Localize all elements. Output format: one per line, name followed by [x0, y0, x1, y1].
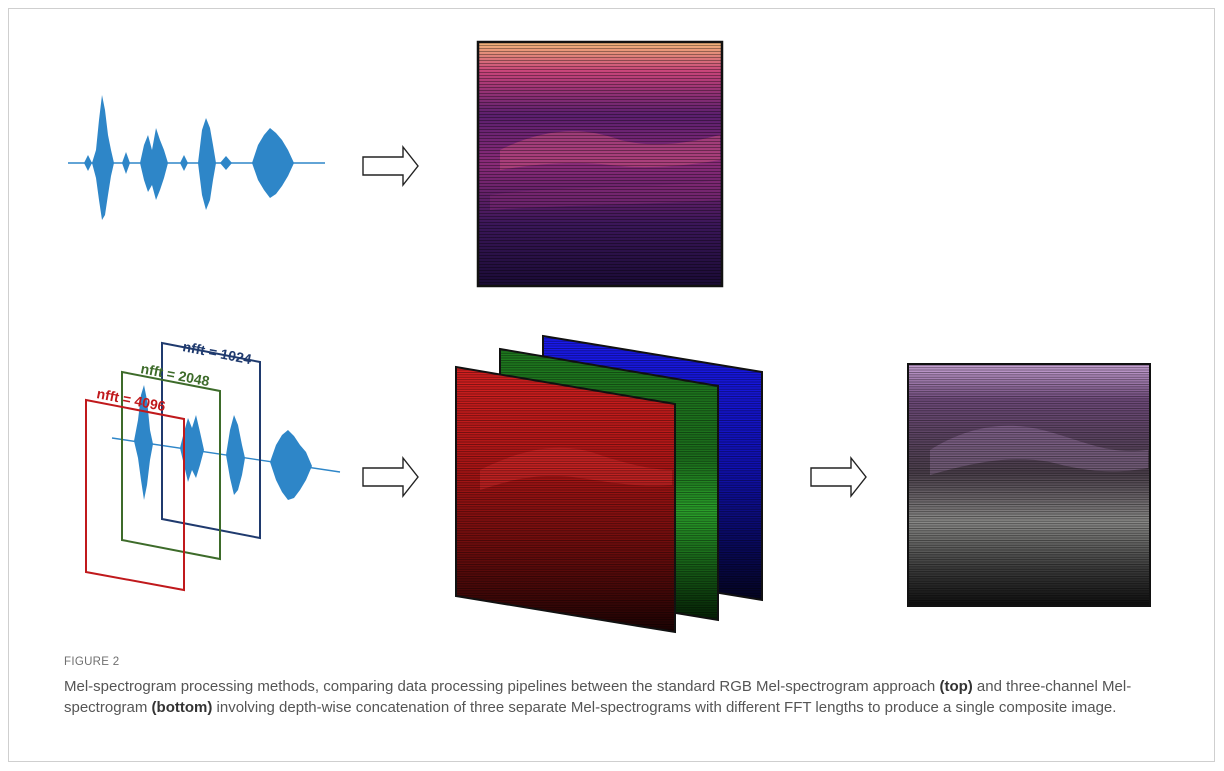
spectrogram-rgb-top — [476, 40, 724, 288]
caption-text-1: Mel-spectrogram processing methods, comp… — [64, 678, 940, 695]
caption-text-2: and three-channel Mel-spectrogram — [64, 678, 1132, 716]
nfft-2048-label: nfft = 2048 — [139, 360, 211, 389]
fft-window-2048: nfft = 2048 — [121, 360, 221, 561]
nfft-4096-label: nfft = 4096 — [95, 385, 167, 414]
spectrogram-composite — [907, 363, 1151, 607]
caption-text-3: involving depth-wise concatenation of th… — [212, 699, 1117, 716]
arrow-right-icon — [362, 144, 419, 188]
spectrogram-red-channel — [455, 365, 676, 634]
nfft-1024-label: nfft = 1024 — [181, 338, 253, 367]
fft-window-4096: nfft = 4096 — [85, 385, 185, 592]
figure-label: FIGURE 2 — [64, 656, 120, 668]
arrow-right-icon — [810, 455, 867, 499]
arrow-right-icon — [362, 455, 419, 499]
caption-bold-top: (top) — [939, 678, 973, 695]
figure-caption: Mel-spectrogram processing methods, comp… — [64, 676, 1164, 718]
waveform-bottom — [111, 385, 341, 500]
caption-bold-bottom: (bottom) — [151, 699, 213, 716]
waveform-top — [68, 95, 325, 220]
